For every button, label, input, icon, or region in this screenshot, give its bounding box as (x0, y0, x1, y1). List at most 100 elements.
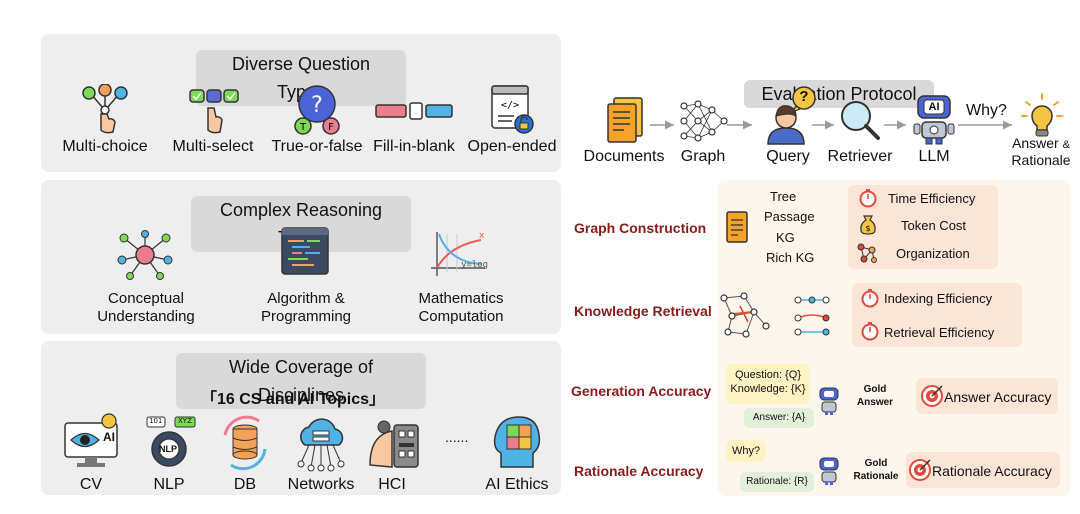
disciplines-panel: Wide Coverage of Disciplines 「16 CS and … (41, 341, 561, 495)
rationale-box: Rationale: {R} (740, 472, 814, 492)
math-graph-icon: x (431, 231, 485, 276)
bubble-line: Knowledge: {K} (730, 383, 806, 395)
evaluation-protocol-title: Evaluation Protocol (744, 80, 934, 108)
svg-text:x: x (479, 231, 485, 241)
metric-text: Indexing Efficiency (884, 291, 993, 306)
query-question-mark: ? (799, 88, 809, 105)
conceptual-understanding-label: Conceptual Understanding (91, 290, 201, 326)
row-label-generation-accuracy: Generation Accuracy (571, 383, 712, 399)
gold-line: Answer (856, 397, 894, 408)
label-line: Understanding (97, 308, 195, 325)
final-answer-text: Answer (1012, 135, 1059, 151)
robot-icon (819, 387, 839, 415)
target-icon (909, 459, 931, 481)
disciplines-title: Wide Coverage of Disciplines (176, 353, 426, 409)
gold-line: Gold (864, 458, 888, 469)
pipeline-label: Graph (680, 148, 726, 165)
label-line: Mathematics (418, 290, 504, 307)
final-line: Rationale (1011, 152, 1071, 168)
label-line: Computation (418, 308, 504, 325)
true-false-icon: ? T F (294, 85, 340, 135)
ellipsis: ...... (445, 429, 469, 445)
stopwatch-icon (861, 289, 879, 308)
target-icon (921, 385, 943, 407)
label-line: Conceptual (108, 290, 184, 307)
metric-text: Token Cost (901, 218, 967, 233)
disciplines-subtitle: 「16 CS and AI Topics」 (201, 391, 386, 408)
pipeline-label: Retriever (827, 148, 893, 165)
gold-line: Gold (863, 384, 887, 395)
math-icon-text: y=log (461, 260, 489, 270)
discipline-label: DB (233, 476, 257, 493)
svg-text:?: ? (311, 93, 323, 118)
gold-rationale-label: Gold Rationale (848, 458, 904, 482)
question-type-label: Multi-select (172, 138, 254, 155)
database-icon (223, 415, 267, 471)
discipline-label: Networks (287, 476, 355, 493)
bubble-line: Question: {Q} (734, 369, 802, 381)
money-bag-icon: $ (860, 215, 876, 235)
nlp-gear-icon (146, 416, 196, 467)
graph-network-icon (680, 100, 728, 142)
fill-in-blank-icon (375, 102, 453, 120)
metric-text: Answer Accuracy (944, 389, 1052, 405)
pipeline-label: LLM (918, 148, 950, 165)
organization-icon (857, 243, 877, 263)
question-type-label: Open-ended (467, 138, 557, 155)
robot-icon (819, 457, 839, 485)
row-label-rationale-accuracy: Rationale Accuracy (574, 463, 704, 479)
discipline-label: AI Ethics (485, 476, 549, 493)
open-ended-icon: </> (491, 85, 534, 134)
final-amp: & (1062, 139, 1070, 151)
path-nodes-icon (794, 296, 830, 336)
code-editor-icon (281, 227, 329, 275)
cloud-network-icon (297, 418, 345, 472)
answer-box: Answer: {A} (744, 408, 814, 428)
multi-select-icon (189, 89, 239, 134)
pipeline-label: Query (766, 148, 810, 165)
discipline-label: CV (79, 476, 103, 493)
llm-chip-text: AI (928, 101, 940, 113)
graph-type: Passage (764, 209, 815, 224)
svg-text:$: $ (865, 224, 870, 233)
row-label-graph-construction: Graph Construction (574, 220, 707, 236)
graph-type: Rich KG (766, 250, 815, 265)
question-knowledge-bubble: Question: {Q} Knowledge: {K} (726, 364, 810, 404)
metric-text: Organization (896, 246, 970, 261)
stopwatch-icon (861, 322, 879, 341)
pipeline-label: Documents (583, 148, 665, 165)
row-label-knowledge-retrieval: Knowledge Retrieval (574, 303, 712, 319)
algorithm-programming-label: Algorithm & Programming (246, 290, 366, 326)
nlp-icon-text-a: 101 (149, 417, 163, 425)
final-output-label: Answer & Rationale (1003, 136, 1079, 168)
llm-robot-icon (913, 95, 955, 145)
nlp-icon-text: NLP (159, 444, 177, 454)
svg-text:T: T (299, 122, 307, 133)
graph-type: KG (776, 230, 795, 245)
magnifier-icon (841, 101, 880, 140)
label-line: Algorithm & (267, 290, 345, 307)
conceptual-understanding-icon (117, 230, 173, 280)
monitor-eye-icon (64, 413, 118, 467)
documents-icon (607, 97, 643, 143)
nlp-icon-text-b: XYZ (178, 417, 192, 425)
svg-text:F: F (328, 122, 334, 133)
knowledge-retrieval-metrics (852, 283, 1022, 347)
final-line: Answer & (1003, 136, 1079, 153)
reasoning-tasks-panel: Complex Reasoning Tasks Conceptual Under… (41, 180, 561, 334)
metric-text: Retrieval Efficiency (884, 325, 995, 340)
rationale-accuracy-box (906, 452, 1060, 488)
gold-line: Rationale (853, 471, 899, 482)
graph-type: Tree (770, 189, 797, 204)
question-types-panel: Diverse Question Types Multi-choice Mult… (41, 34, 561, 172)
discipline-label: NLP (153, 476, 185, 493)
document-icon (726, 211, 748, 243)
graph-retrieval-icon (720, 292, 770, 338)
mathematics-computation-label: Mathematics Computation (401, 290, 521, 326)
puzzle-head-icon (493, 416, 541, 468)
discipline-label: HCI (378, 476, 406, 493)
metric-text: Time Efficiency (888, 191, 976, 206)
metric-text: Rationale Accuracy (932, 463, 1052, 479)
svg-text:</>: </> (501, 100, 519, 111)
question-type-label: True-or-false (271, 138, 363, 155)
